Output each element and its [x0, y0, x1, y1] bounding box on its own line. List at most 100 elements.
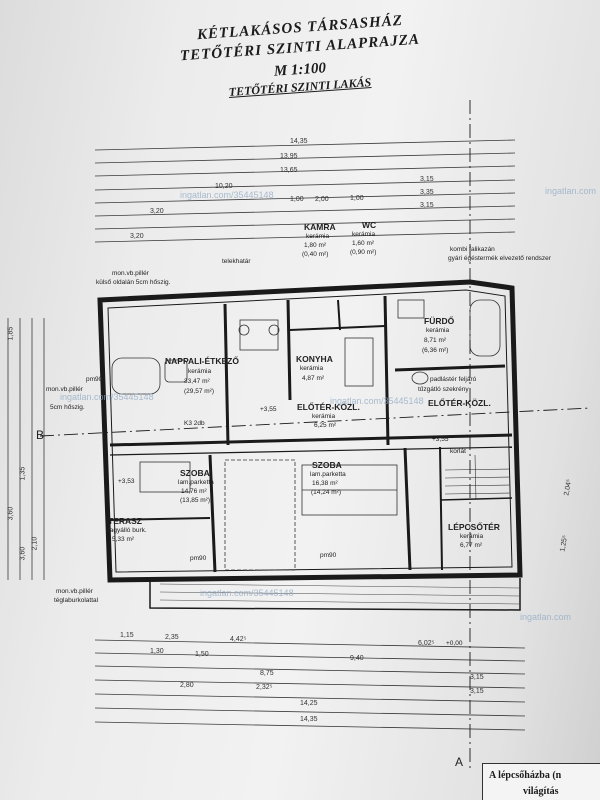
level-label-1: +3,55: [260, 406, 277, 413]
section-b-marker: B: [36, 428, 45, 442]
dim-bottom-3: 8,75: [260, 670, 274, 677]
dim-left-3: 2,10: [31, 536, 39, 551]
dim-bottom-8: 14,35: [300, 716, 318, 723]
dim-bottom-0: 4,42⁵: [230, 636, 247, 643]
level-label-3: +3,55: [432, 436, 449, 443]
dim-top-4: 3,15: [420, 176, 434, 183]
stair-treads: [444, 454, 511, 501]
dim-top-2: 13,65: [280, 167, 298, 174]
interior-walls: [109, 295, 513, 573]
room-wc-area2: (0,90 m²): [350, 249, 377, 256]
top-dimension-lines: [94, 139, 516, 243]
watermark-1: ingatlan.com/35445148: [180, 190, 274, 200]
room-nappali-area: 33,47 m²: [184, 378, 210, 385]
dim-bottom-4: 3,15: [470, 674, 484, 681]
room-szoba2-area2: (14,24 m²): [311, 489, 341, 496]
dim-top-11: 1,00: [350, 195, 364, 202]
room-kamra-area: 1,80 m²: [304, 242, 327, 249]
room-furdo-material: kerámia: [426, 327, 450, 334]
room-terasz-name: TERASZ: [108, 516, 142, 526]
room-wc-material: kerámia: [352, 231, 376, 238]
room-szoba1-material: lam.parketta: [178, 479, 214, 486]
dim-left-1: 1,35: [19, 466, 27, 481]
room-eloter1-material: kerámia: [312, 413, 336, 420]
dim-bottom-9: 1,15: [120, 632, 134, 639]
pillar-left-label2: 5cm hőszig.: [50, 404, 85, 411]
dim-left-4: 3,60: [19, 546, 27, 561]
room-furdo-name: FÜRDŐ: [424, 316, 455, 326]
dim-top-1: 13,95: [280, 153, 298, 160]
dim-bottom-1: 6,02⁵: [418, 640, 435, 647]
room-eloter2-name: ELŐTÉR-KÖZL.: [428, 398, 491, 408]
pm90-label-c: pm90: [86, 376, 103, 383]
room-furdo-area: 8,71 m²: [424, 337, 447, 344]
watermark-6: ingatlan.com: [520, 612, 572, 622]
stairwell-note-line2: világítás: [523, 786, 559, 797]
room-terasz-area: 5,33 m²: [112, 536, 135, 543]
stairwell-note-line1: A lépcsőházba (n: [489, 770, 562, 781]
dim-bottom-12: 1,30: [150, 648, 164, 655]
watermark-2: ingatlan.com/35445148: [60, 392, 154, 402]
korlat-label: korlát: [450, 448, 466, 455]
room-kamra-material: kerámia: [306, 233, 330, 240]
pillar-left-label: mon.vb.pillér: [46, 386, 83, 393]
dim-left-2: 3,60: [7, 506, 15, 521]
dim-bottom-10: 2,35: [165, 634, 179, 641]
padlas-label: padlástér feljáró: [430, 376, 477, 383]
k3-label: K3 2db: [184, 420, 205, 427]
dim-left-0: 1,85: [7, 326, 15, 341]
padlas-label2: tűzgátló szekrény: [418, 386, 469, 393]
room-szoba2-material: lam.parketta: [310, 471, 346, 478]
watermark-3: ingatlan.com/35445148: [330, 396, 424, 406]
pillar-bottom-label: mon.vb.pillér: [56, 588, 93, 595]
section-a-marker: A: [455, 755, 464, 769]
room-szoba2-area: 16,38 m²: [312, 480, 338, 487]
stairwell-note: A lépcsőházba (n világítás: [482, 763, 600, 800]
room-kamra-area2: (0,40 m²): [302, 251, 329, 258]
kombi-label2: gyári égéstermék elvezető rendszer: [448, 255, 551, 262]
dim-bottom-6: 3,15: [470, 688, 484, 695]
dim-top-0: 14,35: [290, 138, 308, 145]
dim-top-5: 3,35: [420, 189, 434, 196]
room-lepcsoter-material: kerámia: [460, 533, 484, 540]
dim-top-10: 2,00: [315, 196, 329, 203]
dim-top-7: 3,20: [150, 208, 164, 215]
room-szoba2-name: SZOBA: [312, 460, 342, 470]
left-dimension-lines: [7, 318, 45, 580]
room-szoba1-area: 14,76 m²: [181, 488, 207, 495]
room-lepcsoter-name: LÉPCSŐTÉR: [448, 522, 500, 532]
room-szoba1-area2: (13,85 m²): [180, 497, 210, 504]
dim-top-6: 3,15: [420, 202, 434, 209]
pillar-bottom-label2: téglaburkolattal: [54, 597, 99, 604]
room-wc-area: 1,60 m²: [352, 240, 375, 247]
level-label-2: +3,53: [118, 478, 135, 485]
room-konyha-area: 4,87 m²: [302, 375, 325, 382]
dim-top-8: 3,20: [130, 233, 144, 240]
bottom-dimension-lines: [94, 639, 526, 731]
pm90-label-b: pm90: [320, 552, 337, 559]
pillar-top-label: mon.vb.pillér: [112, 270, 149, 277]
room-nappali-area2: (29,57 m²): [184, 388, 214, 395]
room-furdo-area2: (6,36 m²): [422, 347, 449, 354]
room-nappali-name: NAPPALI-ÉTKEZŐ: [165, 356, 239, 366]
dim-bottom-5: 2,32⁵: [256, 684, 273, 691]
kombi-label: kombi falikazán: [450, 246, 495, 253]
exterior-walls: [97, 279, 523, 611]
room-nappali-material: kerámia: [188, 368, 212, 375]
room-terasz-material: fagyálló burk.: [108, 527, 147, 534]
dim-bottom-13: 2,80: [180, 682, 194, 689]
room-eloter1-area: 6,25 m²: [314, 422, 337, 429]
dim-top-3: 10,20: [215, 183, 233, 190]
room-konyha-material: kerámia: [300, 365, 324, 372]
section-lines: [39, 100, 591, 770]
room-kamra-name: KAMRA: [304, 222, 336, 232]
room-szoba1-name: SZOBA: [180, 468, 210, 478]
dim-top-9: 1,00: [290, 196, 304, 203]
level-label-4: +0,00: [446, 640, 463, 647]
dim-bottom-11: 1,50: [195, 651, 209, 658]
room-wc-name: WC: [362, 220, 377, 230]
pm90-label-a: pm90: [190, 555, 207, 562]
watermark-4: ingatlan.com/35445148: [200, 588, 294, 598]
